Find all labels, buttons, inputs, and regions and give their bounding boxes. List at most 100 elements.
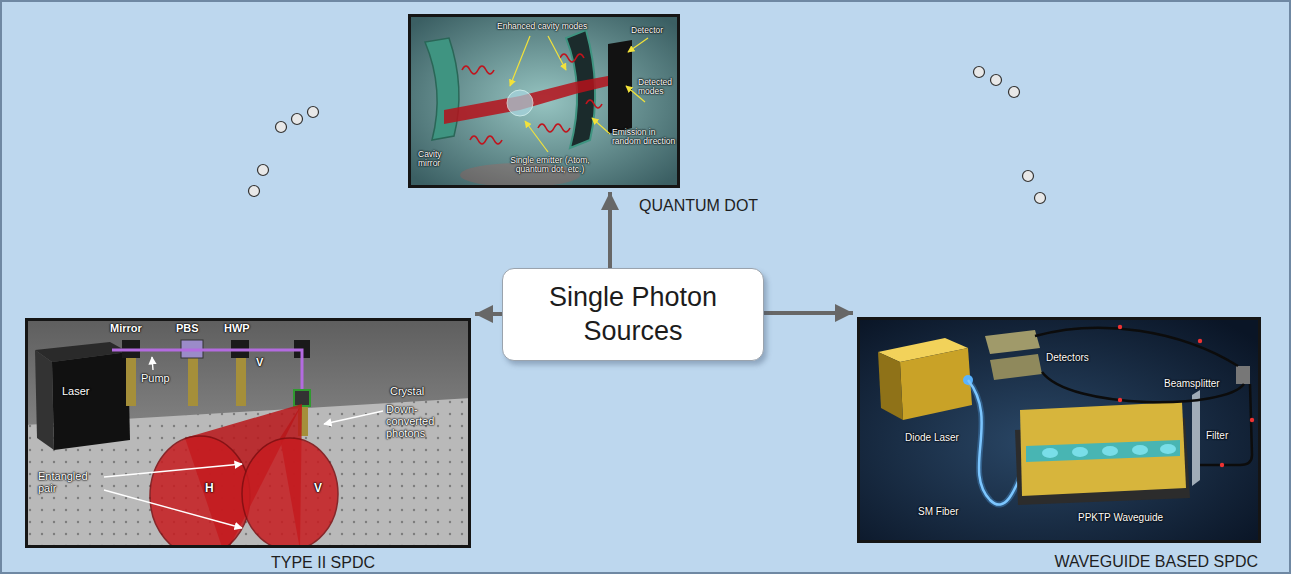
art-shape (1042, 372, 1244, 402)
art-shape (52, 352, 130, 450)
part-label: H (205, 482, 214, 495)
part-label: Detector (631, 26, 663, 35)
art-shape (1118, 325, 1122, 329)
illustration-panel: WAVEGUIDE BASED SPDC (857, 317, 1261, 543)
part-label: Detected modes (638, 78, 678, 97)
part-label: Pump (141, 372, 170, 384)
art-shape (1200, 384, 1252, 465)
art-shape (258, 165, 269, 176)
art-shape (985, 330, 1040, 354)
art-shape (1132, 445, 1148, 455)
art-shape (1118, 398, 1122, 402)
art-shape (991, 75, 1002, 86)
art-shape (150, 436, 250, 548)
art-shape (608, 40, 632, 134)
flow-arrow (475, 312, 502, 316)
panel-caption: WAVEGUIDE BASED SPDC (1054, 553, 1258, 571)
part-label: Filter (1206, 430, 1228, 441)
art-shape (1035, 193, 1046, 204)
art-shape (249, 186, 260, 197)
art-shape (592, 118, 610, 134)
art-shape (1198, 339, 1202, 343)
art-shape (525, 121, 548, 152)
art-shape (1118, 325, 1254, 467)
art-shape (152, 357, 153, 370)
art-shape (126, 358, 136, 406)
part-label: SM Fiber (918, 506, 959, 517)
part-label: PBS (176, 322, 199, 334)
part-label: V (256, 356, 263, 368)
part-label: Single emitter (Atom, quantum dot, etc.) (500, 156, 600, 175)
part-label: Beamsplitter (1164, 378, 1220, 389)
art-shape (294, 390, 310, 406)
part-label: PPKTP Waveguide (1078, 512, 1163, 523)
art-shape (900, 348, 972, 420)
spdc-bench-illustration (25, 318, 471, 548)
art-shape (538, 124, 570, 132)
art-shape (1035, 328, 1238, 366)
part-label: Cavity mirror (418, 150, 454, 169)
part-label: Laser (62, 385, 90, 397)
part-label: Enhanced cavity modes (497, 22, 587, 31)
art-shape (1160, 444, 1176, 454)
part-label: Entangled pair (38, 470, 102, 494)
source-box: Single Photon Sources (502, 268, 764, 361)
art-shape (188, 358, 198, 406)
flow-arrow (764, 311, 853, 315)
art-shape (104, 490, 242, 528)
art-shape (470, 136, 502, 144)
art-shape (104, 357, 383, 528)
waveguide-illustration (857, 317, 1261, 543)
part-label: V (314, 482, 322, 495)
art-shape (507, 90, 533, 116)
art-shape (1250, 418, 1254, 422)
part-label: Emission in random direction (612, 128, 676, 147)
art-shape (425, 38, 459, 140)
panel-caption: TYPE II SPDC (271, 554, 375, 572)
part-label: Diode Laser (905, 432, 959, 443)
part-label: HWP (224, 322, 250, 334)
art-shape (1042, 444, 1176, 458)
art-shape (968, 380, 1022, 505)
art-shape (104, 464, 242, 477)
art-shape (1026, 440, 1180, 462)
art-shape (990, 354, 1042, 380)
art-shape (242, 438, 338, 548)
cavity-illustration (408, 14, 680, 188)
art-shape (276, 122, 287, 133)
art-shape (510, 36, 530, 86)
part-label: Down-converted photons (386, 403, 464, 439)
art-shape (1009, 87, 1020, 98)
part-label: Detectors (1046, 352, 1089, 363)
part-label: Mirror (110, 322, 142, 334)
art-shape (548, 36, 566, 70)
art-shape (1236, 366, 1250, 384)
art-shape (1102, 446, 1118, 456)
art-shape (444, 76, 608, 124)
art-shape (324, 411, 383, 424)
part-label: Crystal (390, 385, 424, 397)
art-shape (308, 107, 319, 118)
art-shape (878, 352, 903, 420)
art-shape (462, 66, 494, 74)
art-shape (1035, 328, 1252, 465)
art-shape (1023, 171, 1034, 182)
art-shape (292, 114, 303, 125)
art-shape (35, 350, 54, 450)
art-shape (1042, 448, 1058, 458)
art-shape (1020, 402, 1186, 496)
art-shape (1072, 447, 1088, 457)
art-shape (628, 38, 648, 52)
art-shape (112, 350, 302, 390)
art-shape (1192, 390, 1200, 486)
art-shape (236, 358, 246, 406)
panel-caption: QUANTUM DOT (639, 197, 758, 215)
art-shape (586, 100, 602, 108)
art-shape (857, 317, 1261, 543)
box-title: Single Photon Sources (503, 281, 763, 349)
art-shape (974, 67, 985, 78)
art-shape (1220, 463, 1224, 467)
art-shape (408, 14, 680, 188)
